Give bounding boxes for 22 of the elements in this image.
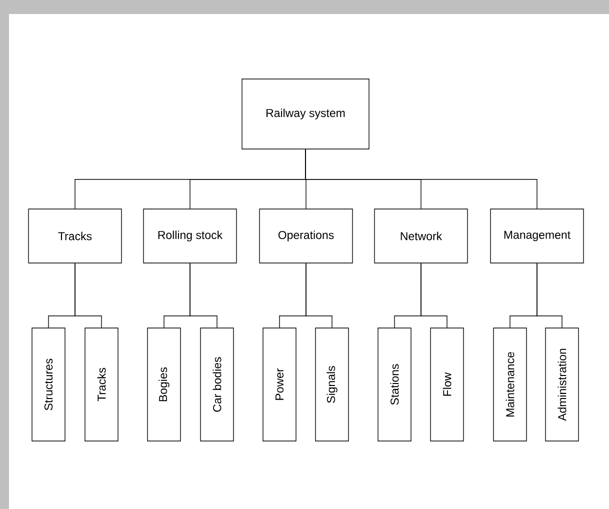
connector-line [306,263,332,328]
connector-line [536,263,562,328]
item-box: Administration [545,328,579,442]
category-box: Operations [259,208,353,264]
connector-line [74,263,102,328]
category-box: Management [490,208,584,264]
item-box: Stations [378,328,412,442]
item-box: Flow [430,328,464,442]
item-box: Tracks [84,328,118,442]
item-box: Bogies [147,328,181,442]
root-box: Railway system [242,78,370,150]
connector-line [420,263,448,328]
connector-line [305,149,538,209]
category-box: Network [374,208,468,264]
item-box: Signals [315,328,349,442]
item-box: Car bodies [200,328,234,442]
item-box: Structures [32,328,66,442]
category-box: Tracks [28,208,122,264]
item-box: Maintenance [493,328,527,442]
item-box: Power [262,328,296,442]
connector-line [190,263,218,328]
category-box: Rolling stock [143,208,237,264]
